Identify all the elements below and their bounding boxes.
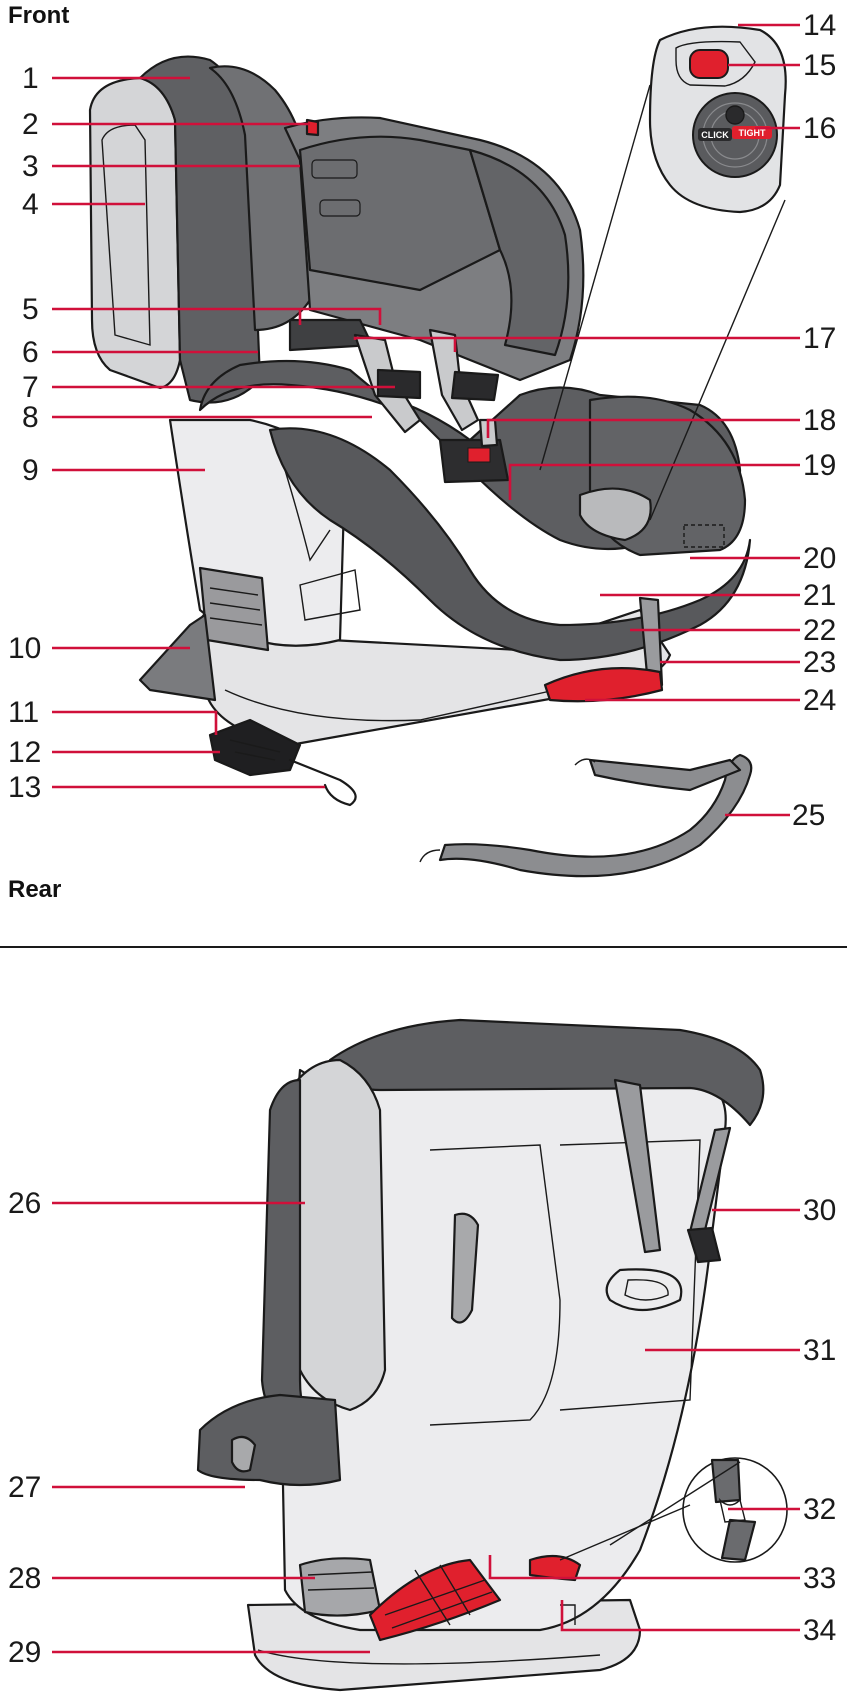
callout-30: 30: [803, 1194, 836, 1227]
callout-2: 2: [22, 108, 39, 141]
click-text: CLICK: [701, 130, 729, 140]
callout-29: 29: [8, 1636, 41, 1669]
callout-17: 17: [803, 322, 836, 355]
rear-seat-illustration: [196, 1018, 788, 1692]
rear-section-title: Rear: [8, 876, 62, 903]
callout-23: 23: [803, 646, 836, 679]
leader-19: [508, 463, 800, 500]
callout-25: 25: [792, 799, 825, 832]
leader-17: [353, 336, 800, 352]
callout-10: 10: [8, 632, 41, 665]
callout-22: 22: [803, 614, 836, 647]
leader-33: [488, 1555, 800, 1580]
callout-5: 5: [22, 293, 39, 326]
callout-numbers: 1 2 3 4 5 6 7 8 9 10 11 12 13 14 15 16 1…: [8, 9, 836, 1669]
callout-11: 11: [8, 696, 39, 729]
click-tight-inset: CLICK TIGHT: [648, 25, 787, 214]
callout-19: 19: [803, 449, 836, 482]
callout-21: 21: [803, 579, 836, 612]
callout-15: 15: [803, 49, 836, 82]
front-seat-illustration: [88, 55, 786, 878]
callout-32: 32: [803, 1493, 836, 1526]
callout-31: 31: [803, 1334, 836, 1367]
leader-5: [52, 307, 382, 325]
callout-1: 1: [22, 62, 39, 95]
inset-red-button: [689, 49, 729, 79]
callout-leaders: [52, 23, 800, 1654]
callout-6: 6: [22, 336, 39, 369]
callout-13: 13: [8, 771, 41, 804]
callout-18: 18: [803, 404, 836, 437]
callout-26: 26: [8, 1187, 41, 1220]
callout-33: 33: [803, 1562, 836, 1595]
callout-14: 14: [803, 9, 836, 42]
callout-28: 28: [8, 1562, 41, 1595]
tight-text: TIGHT: [739, 128, 766, 138]
callout-27: 27: [8, 1471, 41, 1504]
callout-12: 12: [8, 736, 41, 769]
callout-16: 16: [803, 112, 836, 145]
callout-9: 9: [22, 454, 39, 487]
callout-3: 3: [22, 150, 39, 183]
leader-18: [486, 418, 800, 438]
callout-4: 4: [22, 188, 39, 221]
leader-11: [52, 710, 218, 735]
leader-34: [560, 1600, 800, 1632]
callout-34: 34: [803, 1614, 836, 1647]
callout-20: 20: [803, 542, 836, 575]
front-section-title: Front: [8, 2, 70, 29]
callout-7: 7: [22, 371, 39, 404]
callout-8: 8: [22, 401, 39, 434]
callout-24: 24: [803, 684, 836, 717]
